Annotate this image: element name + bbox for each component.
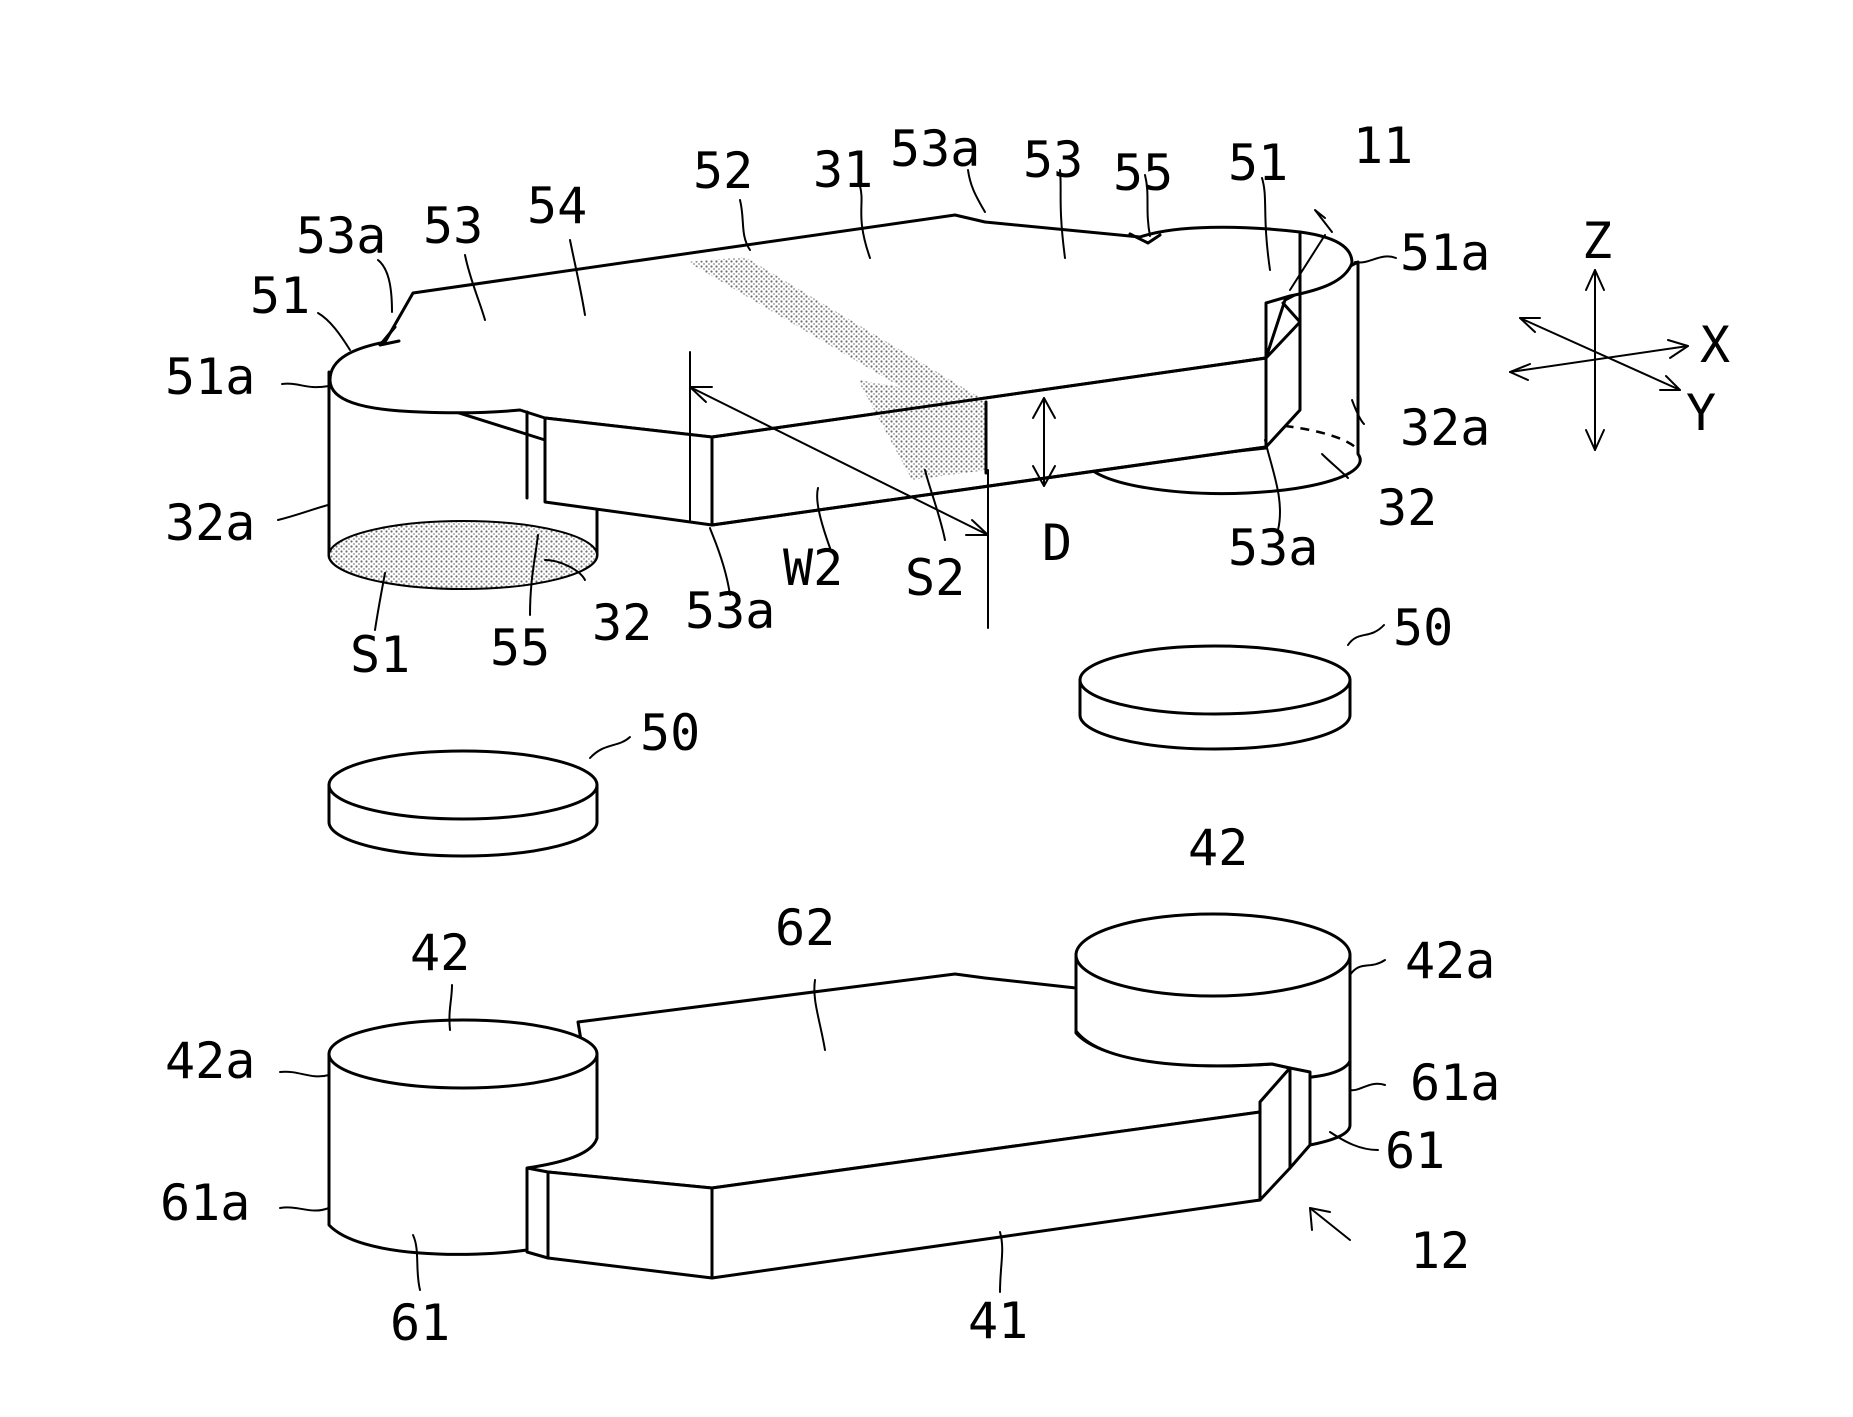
solder-disc-left [329, 751, 597, 856]
axis-z-label: Z [1582, 212, 1612, 270]
label-53-right: 53 [1023, 131, 1083, 189]
label-61a-right: 61a [1410, 1054, 1500, 1112]
axis-indicator [1510, 270, 1688, 450]
label-31: 31 [813, 141, 873, 199]
label-42a-left: 42a [165, 1032, 255, 1090]
label-d: D [1042, 514, 1072, 572]
label-42a-right: 42a [1405, 932, 1495, 990]
lower-left-cylinder-top [329, 1020, 597, 1088]
label-53a-upper-left: 53a [296, 207, 386, 265]
label-55-top: 55 [1113, 144, 1173, 202]
label-53a-bottom: 53a [685, 582, 775, 640]
label-51-right: 51 [1228, 134, 1288, 192]
label-32a-left: 32a [165, 494, 255, 552]
label-32a-right: 32a [1400, 399, 1490, 457]
label-32-left: 32 [592, 594, 652, 652]
axis-x-label: X [1700, 316, 1730, 374]
label-s1: S1 [350, 626, 410, 684]
solder-disc-right [1080, 646, 1350, 749]
label-62: 62 [775, 899, 835, 957]
axis-y-label: Y [1686, 384, 1716, 442]
lower-right-cylinder-top [1076, 914, 1350, 996]
label-50-right: 50 [1393, 599, 1453, 657]
label-51-left: 51 [250, 267, 310, 325]
label-52: 52 [693, 142, 753, 200]
label-part-12: 12 [1410, 1222, 1470, 1280]
upper-part [329, 215, 1360, 628]
label-41: 41 [968, 1292, 1028, 1350]
label-53-left: 53 [423, 197, 483, 255]
label-42-right: 42 [1188, 819, 1248, 877]
label-50-left: 50 [640, 704, 700, 762]
lower-front-face-left [548, 1172, 712, 1278]
label-54: 54 [527, 177, 587, 235]
label-s2: S2 [905, 549, 965, 607]
label-55-bottom: 55 [490, 619, 550, 677]
stippled-surface-s1 [329, 521, 597, 589]
label-53a-right: 53a [1228, 519, 1318, 577]
label-51a-right: 51a [1400, 224, 1490, 282]
label-61a-left: 61a [160, 1174, 250, 1232]
label-61-right: 61 [1385, 1122, 1445, 1180]
lower-part [329, 914, 1350, 1278]
label-61-left: 61 [390, 1294, 450, 1352]
label-part-11: 11 [1353, 117, 1413, 175]
label-42-left: 42 [410, 924, 470, 982]
label-51a-left: 51a [165, 348, 255, 406]
label-53a-top: 53a [890, 120, 980, 178]
label-w2: W2 [783, 539, 843, 597]
label-32-right: 32 [1377, 479, 1437, 537]
